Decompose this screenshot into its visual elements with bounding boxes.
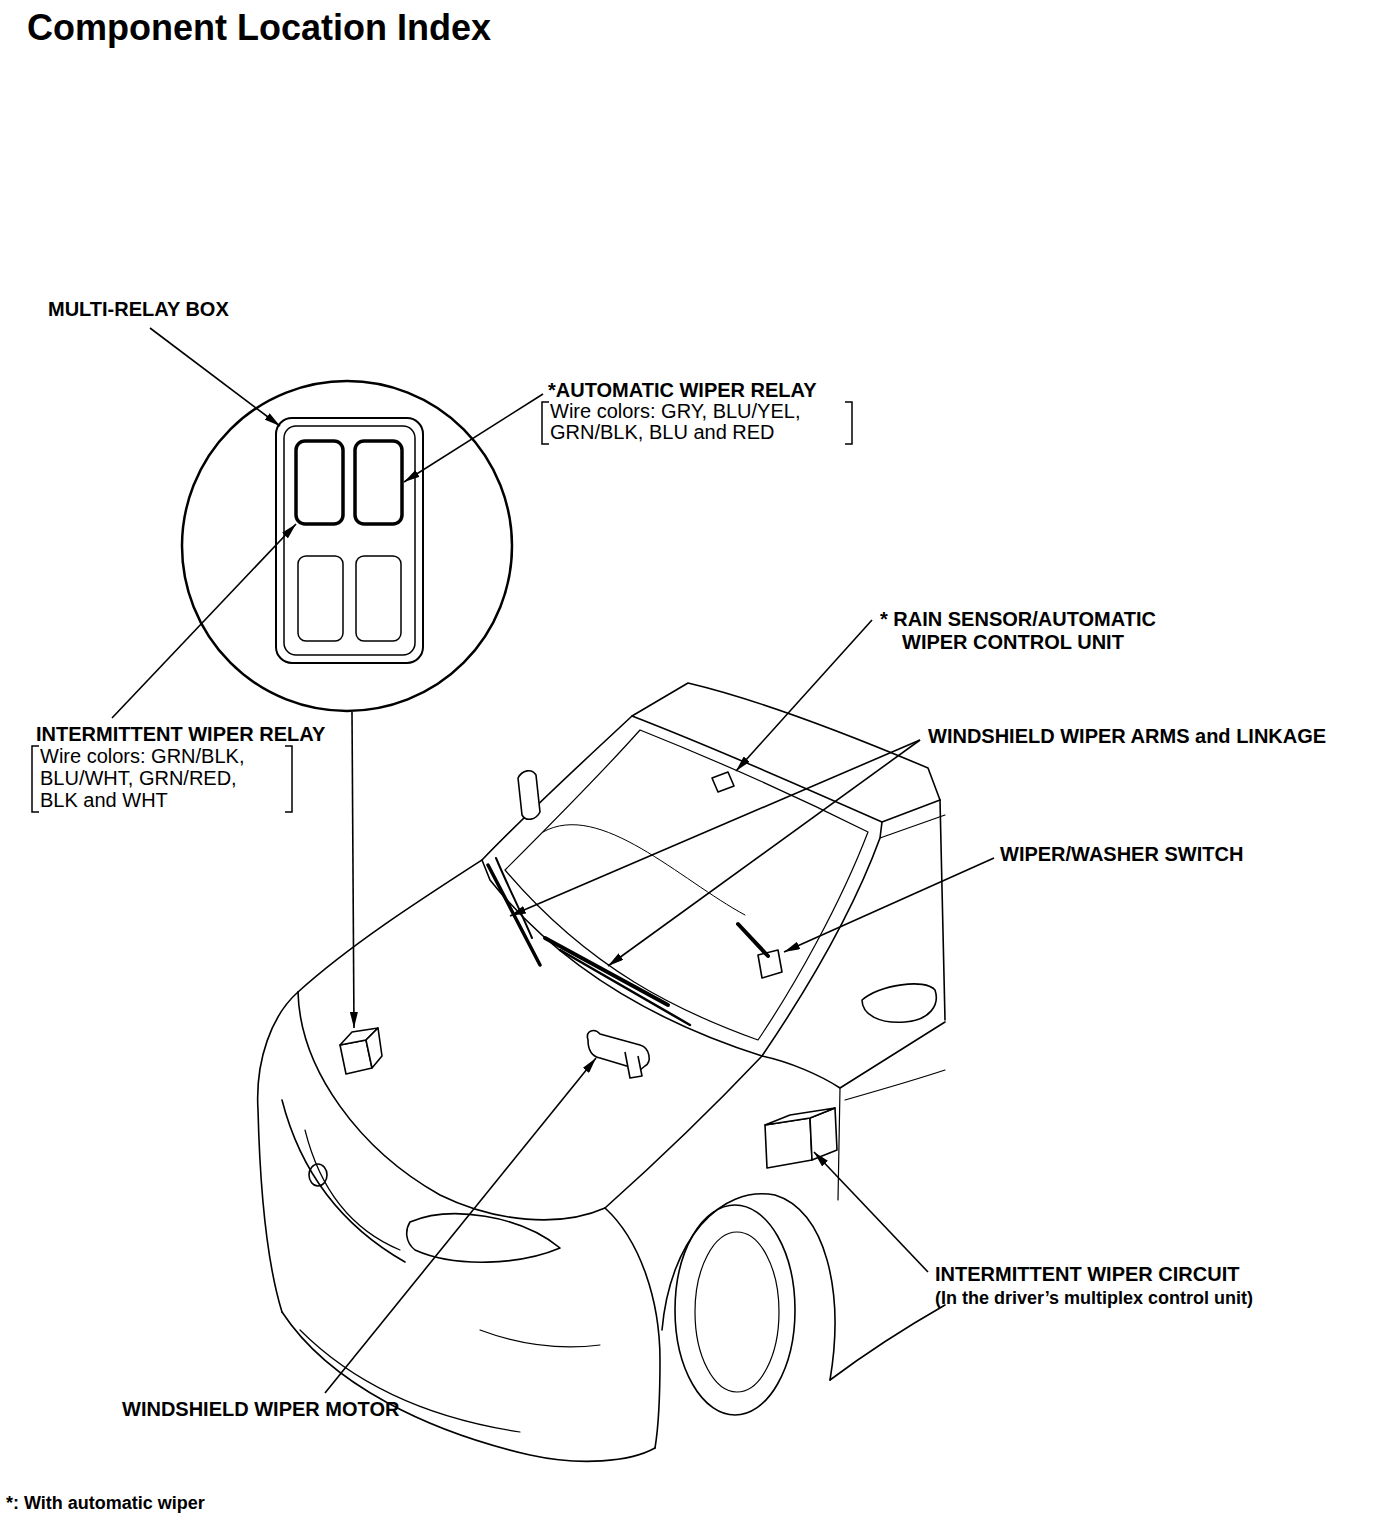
footnote: *: With automatic wiper — [6, 1493, 205, 1514]
bracket — [32, 746, 39, 812]
leader-line — [150, 328, 280, 426]
body-line — [838, 1088, 840, 1200]
door-line — [845, 1070, 945, 1100]
pillar-line — [940, 800, 945, 1020]
fender-line — [605, 1208, 660, 1448]
leader-line — [510, 740, 920, 916]
grille-line — [305, 1130, 400, 1250]
side-mirror — [862, 984, 936, 1022]
wiper-motor-symbol — [625, 1052, 642, 1078]
relay-box-symbol — [366, 1028, 382, 1068]
relay-slot — [298, 556, 343, 641]
part-label: WIPER/WASHER SWITCH — [1000, 843, 1243, 866]
wire-colors-note: Wire colors: GRN/BLK, BLU/WHT, GRN/RED, … — [40, 745, 272, 811]
inset-circle — [182, 381, 512, 711]
leader-line — [736, 620, 872, 771]
wheel — [695, 1232, 779, 1392]
part-note: (In the driver’s multiplex control unit) — [935, 1288, 1253, 1309]
dashboard-line — [543, 825, 745, 915]
relay-slot — [356, 556, 401, 641]
page-title: Component Location Index — [27, 7, 491, 48]
window-line — [880, 815, 945, 838]
emblem — [309, 1164, 327, 1186]
wiper-arm — [560, 950, 690, 1025]
bumper-line — [480, 1330, 600, 1347]
part-label: INTERMITTENT WIPER CIRCUIT — [935, 1263, 1239, 1286]
grille-line — [282, 1100, 405, 1262]
side-mirror — [518, 771, 540, 820]
pillar-line — [882, 800, 940, 822]
part-label: WINDSHIELD WIPER ARMS and LINKAGE — [928, 725, 1326, 748]
wheel-arch — [662, 1194, 835, 1380]
switch-symbol — [758, 950, 782, 978]
leader-line — [814, 1152, 928, 1272]
hood-front — [298, 992, 605, 1220]
leader-line — [784, 858, 994, 952]
headlight — [407, 1214, 560, 1262]
bracket — [542, 402, 549, 444]
part-label: * RAIN SENSOR/AUTOMATIC WIPER CONTROL UN… — [880, 608, 1202, 654]
rain-sensor-symbol — [712, 772, 734, 792]
sill-line — [830, 1305, 945, 1380]
relay-slot — [296, 441, 343, 524]
bracket — [285, 746, 292, 812]
leader-line — [112, 524, 296, 718]
control-unit-symbol — [765, 1118, 812, 1168]
part-label: *AUTOMATIC WIPER RELAY — [548, 379, 817, 402]
wheel — [675, 1205, 795, 1415]
hood-edge — [298, 860, 482, 992]
switch-stalk — [738, 924, 768, 956]
relay-box-inner — [284, 426, 415, 655]
part-label: WINDSHIELD WIPER MOTOR — [122, 1398, 399, 1421]
fender-line — [258, 992, 298, 1312]
bumper-line — [282, 1312, 655, 1461]
part-label: MULTI-RELAY BOX — [48, 298, 229, 321]
leader-line — [352, 712, 354, 1028]
windshield-glass — [505, 730, 868, 1040]
wiper-blade — [545, 938, 668, 1005]
relay-box-outline — [276, 418, 423, 663]
control-unit-symbol — [765, 1108, 835, 1125]
windshield-frame — [482, 716, 882, 1056]
part-label: INTERMITTENT WIPER RELAY — [36, 723, 325, 746]
bracket — [845, 402, 852, 444]
wire-colors-note: Wire colors: GRY, BLU/YEL, GRN/BLK, BLU … — [550, 401, 840, 443]
leader-line — [404, 394, 543, 482]
relay-slot — [355, 441, 402, 524]
leader-line — [325, 1058, 596, 1393]
hood-edge — [605, 1056, 762, 1208]
wiper-blade — [496, 858, 532, 938]
leader-line — [608, 740, 920, 966]
